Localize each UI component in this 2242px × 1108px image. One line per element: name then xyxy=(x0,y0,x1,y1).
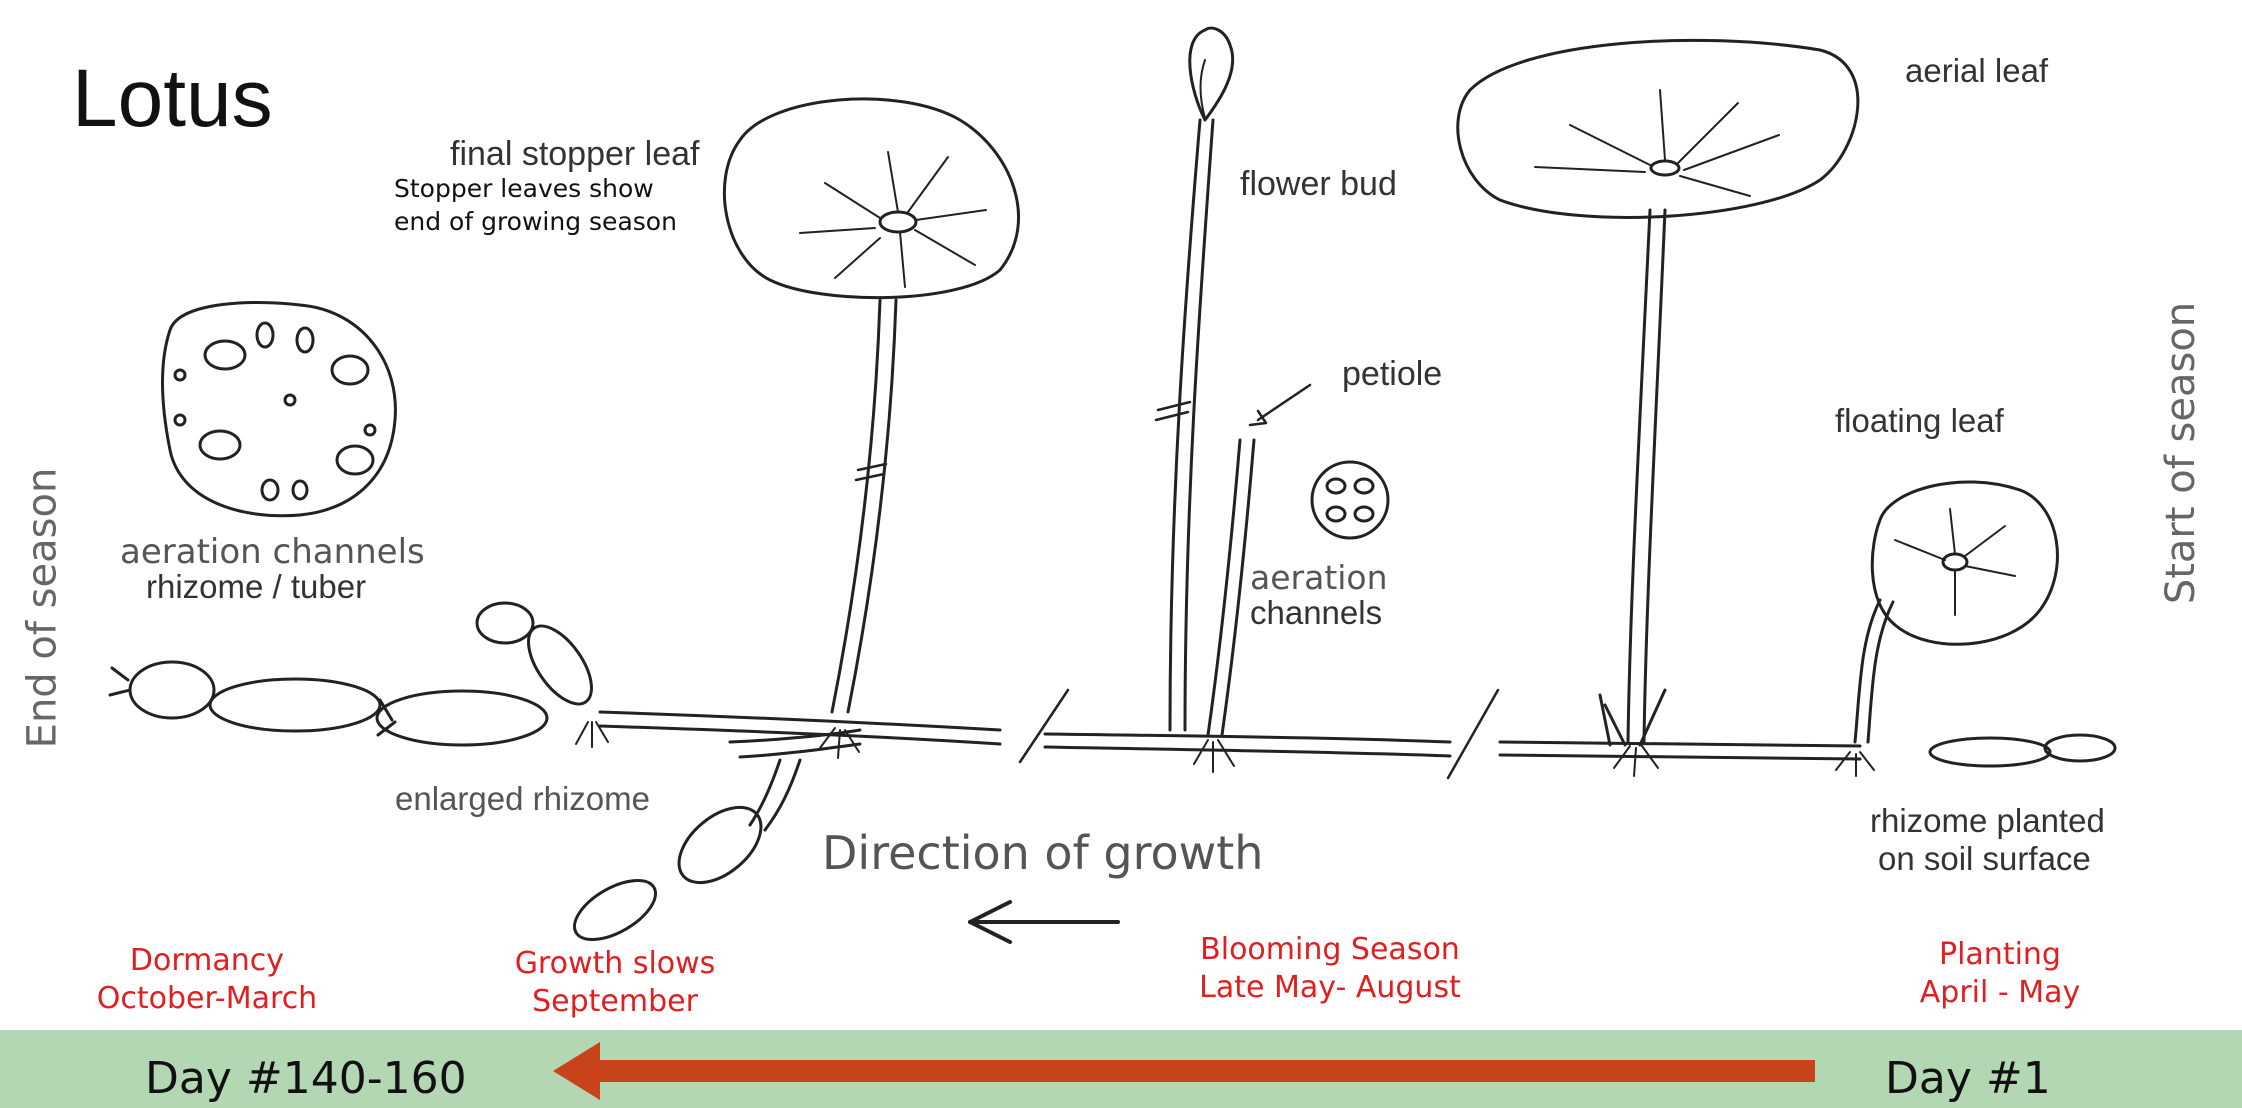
aerial-leaf-label: aerial leaf xyxy=(1905,52,2048,90)
stopper-note-line1: Stopper leaves show xyxy=(394,174,654,203)
main-rhizome xyxy=(600,690,1860,778)
final-stopper-leaf-label: final stopper leaf xyxy=(450,135,700,174)
aeration-channels-label: aeration channels xyxy=(120,532,425,572)
stage-growth-slows-months: September xyxy=(500,983,730,1021)
timeline-arrow-shaft xyxy=(585,1060,1815,1082)
stage-planting-title: Planting xyxy=(1900,936,2100,974)
enlarged-rhizome-label: enlarged rhizome xyxy=(395,780,650,818)
rhizome-planted-line2: on soil surface xyxy=(1878,840,2091,878)
channels-center-label: channels xyxy=(1250,594,1382,632)
direction-of-growth-label: Direction of growth xyxy=(822,826,1263,880)
stage-blooming-months: Late May- August xyxy=(1180,969,1480,1007)
flower-bud-label: flower bud xyxy=(1240,165,1397,204)
enlarged-rhizome-segments xyxy=(477,603,860,952)
rhizome-segments-left xyxy=(110,662,547,745)
stage-planting: Planting April - May xyxy=(1900,936,2100,1012)
timeline-arrow-head xyxy=(553,1042,600,1100)
stage-dormancy-months: October-March xyxy=(92,980,322,1018)
final-stopper-leaf xyxy=(724,99,1018,712)
timeline-end-label: Day #1 xyxy=(1885,1053,2051,1104)
stage-dormancy-title: Dormancy xyxy=(92,942,322,980)
stage-growth-slows-title: Growth slows xyxy=(500,945,730,983)
petiole-cross-section xyxy=(1312,462,1388,538)
stopper-note-line2: end of growing season xyxy=(394,207,677,236)
stage-dormancy: Dormancy October-March xyxy=(92,942,322,1018)
aerial-leaf xyxy=(1458,40,1858,742)
direction-arrow xyxy=(970,902,1118,942)
end-of-season-label: End of season xyxy=(19,468,65,749)
floating-leaf-label: floating leaf xyxy=(1835,402,2004,440)
aeration-center-label: aeration xyxy=(1250,558,1388,597)
rhizome-tuber-label: rhizome / tuber xyxy=(146,568,366,606)
stage-growth-slows: Growth slows September xyxy=(500,945,730,1021)
stage-planting-months: April - May xyxy=(1900,974,2100,1012)
rhizome-planted-line1: rhizome planted xyxy=(1870,802,2105,840)
stage-blooming-title: Blooming Season xyxy=(1180,931,1480,969)
petiole-label: petiole xyxy=(1342,355,1442,394)
start-of-season-label: Start of season xyxy=(2158,302,2204,604)
stage-blooming: Blooming Season Late May- August xyxy=(1180,931,1480,1007)
timeline-start-label: Day #140-160 xyxy=(145,1053,467,1104)
floating-leaf xyxy=(1855,482,2057,742)
page-title: Lotus xyxy=(72,52,273,146)
rhizome-cross-section xyxy=(163,303,396,516)
